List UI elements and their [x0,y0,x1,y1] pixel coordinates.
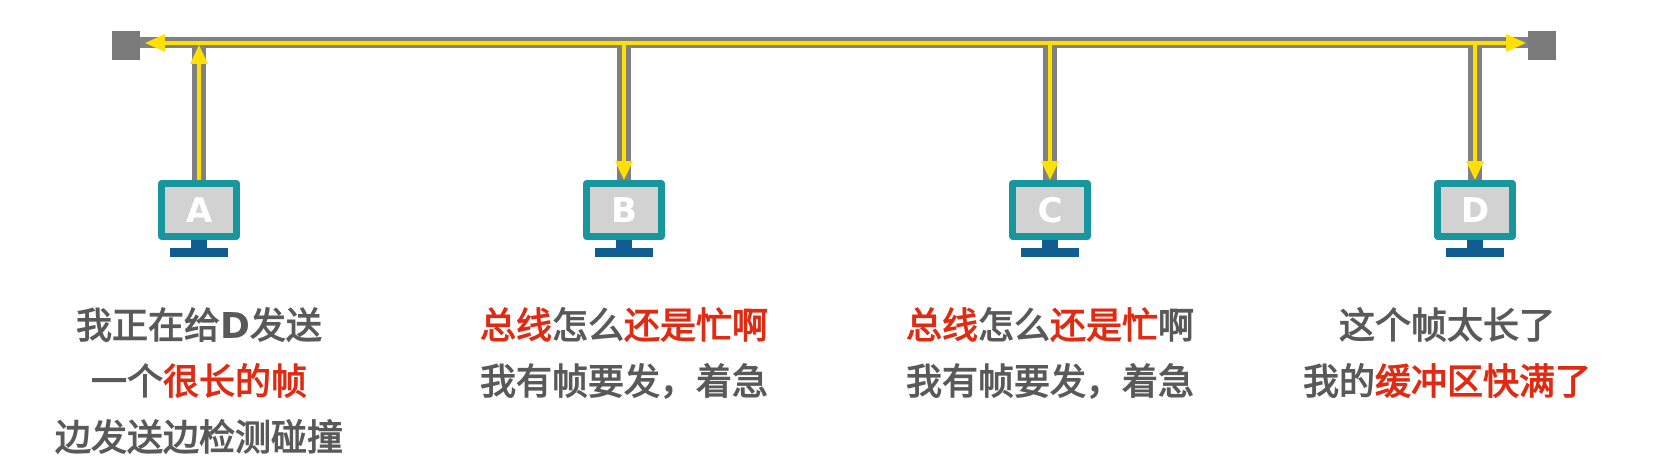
caption-b-line1-part2: 怎么 [551,306,624,347]
monitor-screen [1441,187,1509,233]
station-letter-a: A [186,191,213,231]
caption-c-line1-part2: 怎么 [977,306,1050,347]
caption-c-line2: 我有帧要发，着急 [905,362,1194,403]
caption-station-c: 总线怎么还是忙啊 我有帧要发，着急 [840,299,1260,411]
computer-a: A [158,180,240,257]
caption-b-line1-part1: 总线 [479,306,552,347]
monitor-screen [165,187,233,233]
caption-d-line2-prefix: 我的 [1302,362,1375,403]
monitor-base [1021,248,1079,257]
caption-a-line2: 一个很长的帧 [0,355,409,411]
monitor-screen [1016,187,1084,233]
caption-d-line1: 这个帧太长了 [1338,306,1555,347]
caption-b-line1: 总线怎么还是忙啊 [414,299,834,355]
caption-b-line1-part3: 还是忙啊 [624,306,769,347]
monitor-base [1446,248,1504,257]
caption-a-line2-prefix: 一个 [90,362,163,403]
bus-terminator-left [112,31,140,60]
bus-signal [145,34,1526,52]
signal-up-a [190,45,208,180]
monitor-neck [1042,240,1058,248]
monitor-screen [590,187,658,233]
caption-station-a: 我正在给D发送 一个很长的帧 边发送边检测碰撞 [0,299,409,467]
signal-arrowhead-left [145,34,165,52]
caption-d-line2: 我的缓冲区快满了 [1237,355,1657,411]
station-letter-c: C [1038,191,1063,231]
monitor-base [170,248,228,257]
caption-b-line2: 我有帧要发，着急 [479,362,768,403]
signal-arrowhead-right [1506,34,1526,52]
caption-d-line2-highlight: 缓冲区快满了 [1375,362,1592,403]
computer-d: D [1434,180,1516,257]
station-letter-d: D [1461,191,1489,231]
caption-a-line2-highlight: 很长的帧 [163,362,308,403]
caption-station-d: 这个帧太长了 我的缓冲区快满了 [1237,299,1657,411]
caption-c-line1-part4: 啊 [1158,306,1195,347]
caption-c-line1-part3: 还是忙 [1050,306,1159,347]
monitor-neck [1467,240,1483,248]
monitor-neck [191,240,207,248]
caption-c-line1-part1: 总线 [905,306,978,347]
signal-down-c [1041,45,1059,180]
monitor-base [595,248,653,257]
station-letter-b: B [611,191,637,231]
caption-a-line3: 边发送边检测碰撞 [54,418,343,459]
signal-down-b [615,45,633,180]
caption-a-line1: 我正在给D发送 [76,306,322,347]
caption-station-b: 总线怎么还是忙啊 我有帧要发，着急 [414,299,834,411]
computer-c: C [1009,180,1091,257]
computer-b: B [583,180,665,257]
caption-c-line1: 总线怎么还是忙啊 [840,299,1260,355]
signal-down-d [1466,45,1484,180]
monitor-neck [616,240,632,248]
bus-terminator-right [1528,31,1556,60]
